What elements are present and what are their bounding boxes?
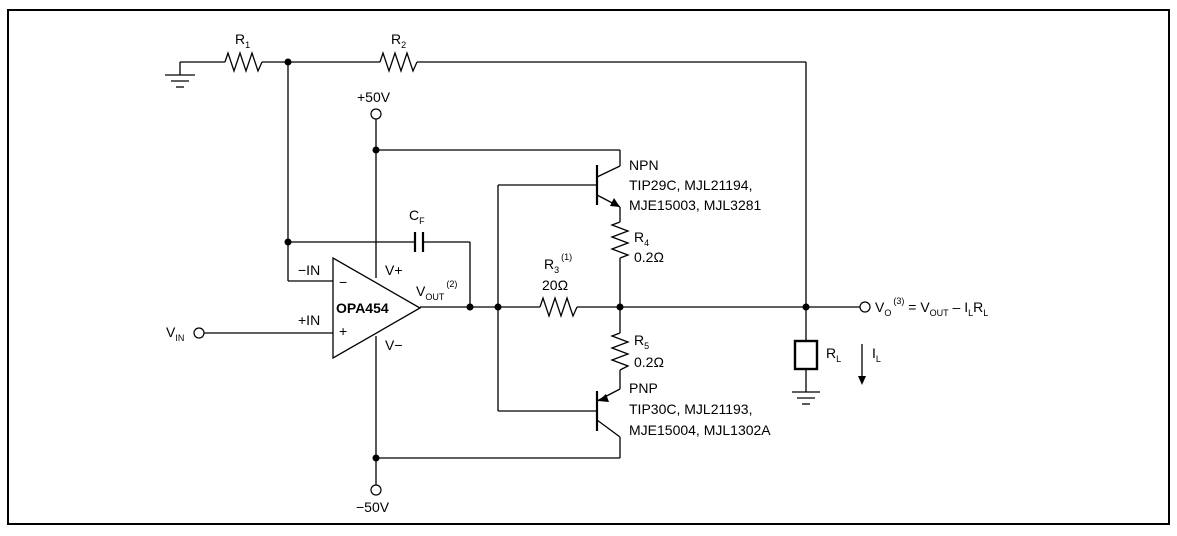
label-r3: R3(1) bbox=[544, 252, 572, 275]
npn-transistor bbox=[595, 165, 621, 208]
label-cf: CF bbox=[409, 207, 425, 226]
ground-symbol-top-left bbox=[165, 62, 195, 88]
label-plus-in: +IN bbox=[298, 312, 320, 328]
label-r5-value: 0.2Ω bbox=[634, 354, 664, 370]
label-il: IL bbox=[872, 345, 881, 364]
label-vin: VIN bbox=[166, 324, 184, 343]
opamp-opa454 bbox=[332, 256, 422, 360]
opamp-plus-sign: + bbox=[339, 323, 347, 339]
label-pnp-parts-1: TIP30C, MJL21193, bbox=[629, 401, 752, 417]
label-vout: VOUT(2) bbox=[416, 279, 457, 302]
label-r3-value: 20Ω bbox=[542, 277, 568, 293]
label-pos-supply: +50V bbox=[357, 89, 391, 105]
label-vo-equation: VO(3) = VOUT – ILRL bbox=[875, 296, 988, 318]
label-pnp-parts-2: MJE15004, MJL1302A bbox=[629, 422, 771, 438]
resistor-r5 bbox=[610, 332, 630, 371]
terminal-pos-supply bbox=[370, 108, 382, 120]
label-neg-supply: −50V bbox=[356, 499, 390, 515]
label-r4: R4 bbox=[634, 229, 649, 248]
pnp-transistor bbox=[595, 388, 621, 438]
label-r1: R1 bbox=[235, 31, 250, 50]
label-npn-title: NPN bbox=[629, 157, 659, 173]
label-pnp-title: PNP bbox=[629, 380, 658, 396]
load-resistor-rl bbox=[793, 339, 819, 371]
resistor-r2 bbox=[379, 50, 418, 74]
terminal-vin bbox=[193, 327, 205, 339]
junction-vout bbox=[466, 303, 474, 311]
resistor-r3 bbox=[539, 295, 578, 319]
resistor-r4 bbox=[610, 221, 630, 259]
label-v-minus: V− bbox=[385, 337, 403, 353]
terminal-vo bbox=[859, 301, 871, 313]
label-npn-parts-2: MJE15003, MJL3281 bbox=[629, 197, 762, 213]
label-v-plus: V+ bbox=[385, 262, 403, 278]
resistor-r1 bbox=[224, 50, 263, 74]
opamp-name: OPA454 bbox=[336, 300, 389, 316]
opamp-minus-sign: − bbox=[339, 274, 347, 290]
label-minus-in: −IN bbox=[298, 262, 320, 278]
label-npn-parts-1: TIP29C, MJL21194, bbox=[629, 177, 752, 193]
label-r5: R5 bbox=[634, 332, 649, 351]
label-r4-value: 0.2Ω bbox=[634, 249, 664, 265]
load-current-arrow bbox=[858, 344, 866, 385]
ground-symbol-load bbox=[792, 391, 820, 405]
terminal-neg-supply bbox=[370, 484, 382, 496]
label-rl: RL bbox=[826, 345, 841, 364]
diagram-frame bbox=[7, 9, 1170, 525]
label-r2: R2 bbox=[391, 31, 406, 50]
